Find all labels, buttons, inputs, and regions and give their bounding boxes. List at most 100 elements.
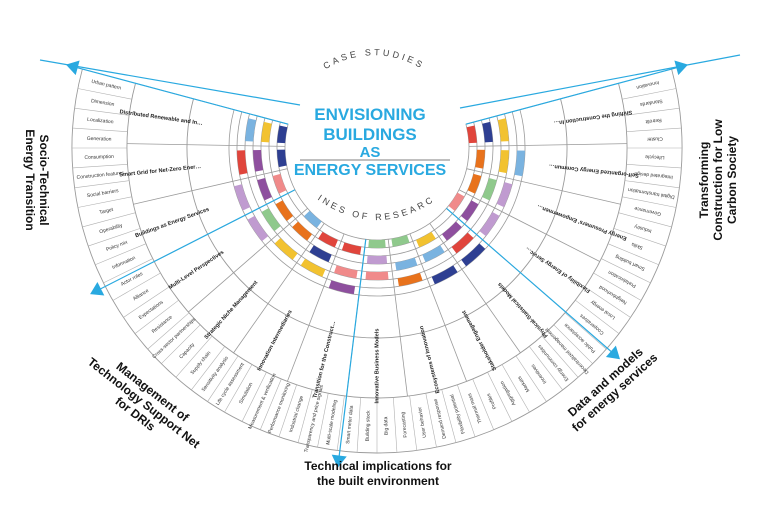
colored-cell [300, 258, 326, 277]
outer-spoke [515, 355, 547, 402]
outer-spoke [553, 324, 593, 364]
case-study-label: Shifting the Construction In… [553, 109, 632, 126]
outer-label: User behavior [417, 406, 428, 438]
outer-label: Standards [639, 98, 663, 108]
colored-cell [234, 184, 251, 211]
outer-spoke [317, 393, 329, 448]
axis-arrowhead [674, 60, 689, 76]
colored-cell [497, 118, 509, 142]
outer-spoke [112, 272, 161, 301]
case-study-label: Stakeholder Engagement [461, 309, 498, 371]
axis-arrowhead [605, 345, 621, 360]
colored-cell [303, 210, 322, 228]
case-study-label: Strategic Niche Management [204, 280, 260, 341]
outer-label: Innovation [636, 79, 660, 90]
colored-cell [272, 173, 287, 194]
outer-spoke [175, 335, 213, 378]
outer-spoke [356, 397, 361, 453]
colored-cell [416, 231, 436, 248]
outer-spoke [72, 127, 128, 132]
outer-label: Industry [633, 223, 652, 234]
outer-spoke [613, 228, 666, 247]
outer-spoke [626, 164, 682, 169]
outer-label: Construction features [76, 170, 124, 181]
colored-cell [482, 178, 497, 201]
colored-cell [328, 280, 356, 295]
center-title-line-1: ENVISIONING [314, 105, 425, 124]
colored-cell [292, 221, 313, 241]
ring-arc [260, 117, 494, 265]
top-left-line [39, 59, 301, 106]
outer-label: Building stock [365, 410, 372, 442]
outer-label: Social barriers [87, 188, 120, 199]
colored-cell [247, 215, 269, 242]
outer-spoke [425, 393, 437, 448]
outer-label: Resistance [151, 314, 174, 334]
outer-spoke [95, 243, 147, 265]
colored-cell [479, 211, 500, 237]
outer-label: Policy mix [105, 239, 129, 253]
colored-cell [422, 245, 445, 263]
outer-spoke [487, 372, 513, 422]
outer-label: Dimension [91, 98, 115, 108]
outer-label: Skills [630, 241, 644, 251]
outer-label: Decentralized management [544, 326, 591, 375]
colored-cell [514, 150, 525, 177]
outer-spoke [72, 164, 128, 169]
colored-cell [461, 243, 486, 267]
outer-label: Cluster [646, 135, 662, 142]
colored-cells [234, 118, 525, 295]
sector-spoke [458, 189, 600, 262]
outer-label: Prefabrication [607, 269, 637, 289]
colored-cell [441, 221, 462, 241]
axis-arrowhead [90, 281, 105, 296]
outer-label: Target [99, 207, 114, 216]
outer-spoke [501, 364, 530, 413]
case-study-label: Ecosystems of Innovation [419, 324, 442, 393]
outer-label: Profiles [486, 392, 499, 410]
case-studies-arc-label: CASE STUDIES [321, 47, 426, 71]
outer-spoke [441, 389, 457, 443]
colored-cell [277, 149, 287, 168]
sector-spoke [429, 223, 521, 354]
colored-cell [309, 245, 332, 263]
outer-spoke [147, 312, 190, 350]
outer-spoke [207, 355, 239, 402]
outer-spoke [409, 395, 418, 451]
colored-cell [261, 121, 272, 143]
outer-label: Retrofit [645, 117, 662, 125]
colored-cell [475, 149, 485, 169]
colored-cell [274, 238, 298, 260]
case-study-label: Innovation Intermediaries [256, 309, 293, 372]
outer-spoke [88, 228, 141, 247]
outer-spoke [607, 243, 659, 265]
sector-spoke [188, 208, 308, 313]
colored-cell [466, 125, 477, 144]
axis-line [446, 207, 618, 358]
outer-spoke [457, 384, 476, 437]
outer-label: Consumption [84, 154, 114, 161]
outer-spoke [297, 389, 313, 443]
outer-spoke [77, 88, 132, 100]
outer-spoke [161, 324, 201, 364]
case-study-label: Innovative Business Models [374, 329, 380, 404]
outer-spoke [134, 299, 179, 334]
outer-spoke [77, 196, 132, 208]
group-label-socio-technical: Socio-TechnicalEnergy Transition [23, 129, 51, 230]
colored-cell [496, 182, 513, 208]
socio-technical-label: Socio-TechnicalEnergy Transition [23, 129, 51, 230]
outer-label: Aggregation [499, 380, 517, 407]
sector-spoke [287, 233, 345, 382]
outer-label: Supply chain [189, 350, 212, 376]
outer-label: Urban pattern [91, 79, 122, 92]
colored-cell [391, 234, 410, 247]
outer-label: Cooperatives [578, 312, 605, 336]
colored-cell [397, 272, 423, 287]
outer-spoke [191, 346, 226, 391]
case-study-label: Buildings as Energy Services [134, 207, 210, 239]
colored-cell [253, 150, 264, 172]
outer-label: Localization [87, 117, 114, 126]
outer-ring-arc [186, 98, 568, 339]
outer-label: Integrated design [634, 170, 673, 180]
outer-spoke [593, 272, 642, 301]
